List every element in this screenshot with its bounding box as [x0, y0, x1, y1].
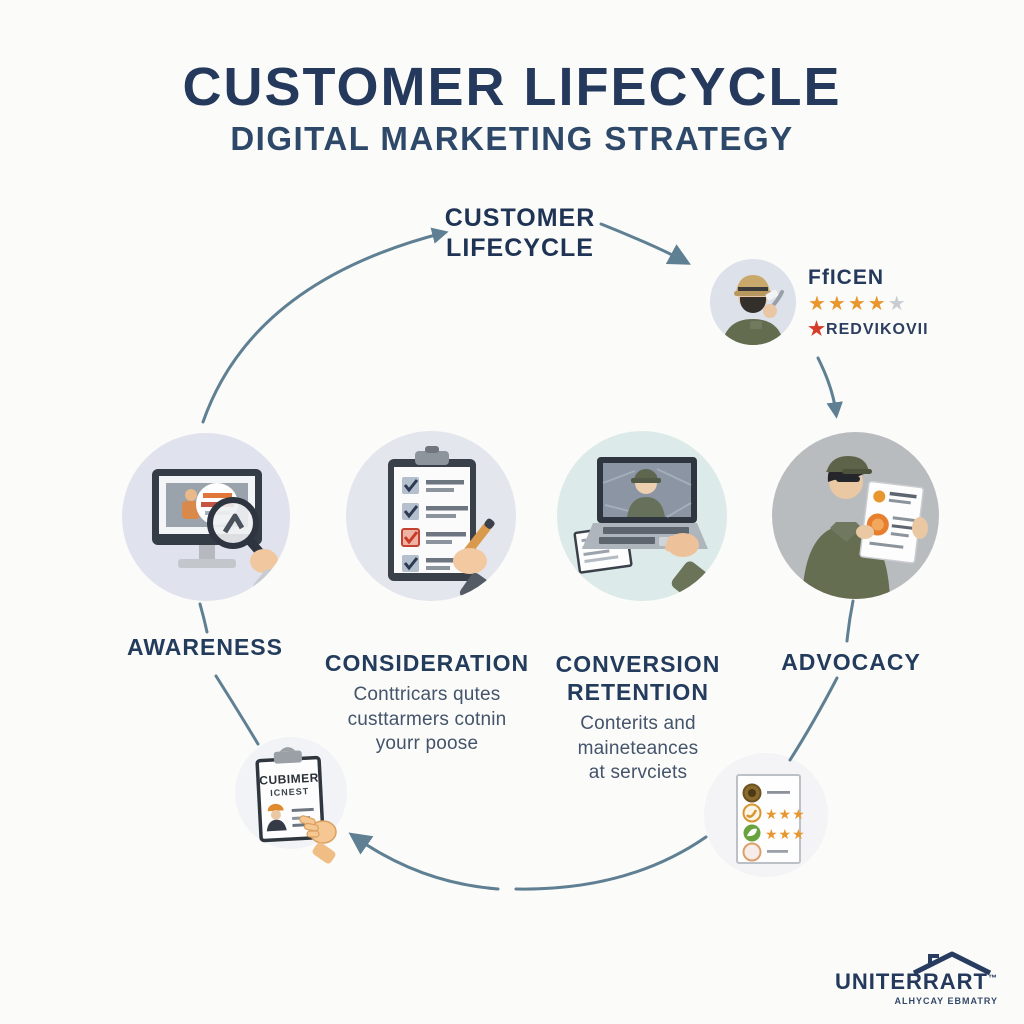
cycle-hub-label-line1: CUSTOMER	[444, 204, 596, 232]
customer-feedback-clipboard-icon: CUBIMER ICNEST	[255, 747, 337, 864]
reviewer-review-line: ★REDVIKOVII	[808, 318, 958, 341]
review-row2-stars: ★★★	[765, 806, 806, 822]
awareness-stage-circle	[122, 433, 290, 601]
advocate-with-certificate-icon	[802, 456, 928, 599]
pointing-hand-icon	[299, 815, 337, 864]
consideration-stage-circle	[346, 431, 516, 601]
conversion-label: CONVERSION RETENTION	[528, 650, 748, 706]
brand-logo-name: UNITERRART™	[818, 969, 998, 995]
review-row3-stars: ★★★	[765, 826, 806, 842]
consideration-subtext-line1: Conttricars qutes	[353, 684, 501, 705]
certificate	[859, 480, 925, 564]
red-star-icon: ★	[808, 319, 827, 340]
conversion-subtext-line2: maineteances	[577, 737, 699, 759]
conversion-subtext-line3: at servciets	[588, 762, 688, 783]
review-checklist-icon: ★★★ ★★★	[736, 774, 806, 864]
stars-filled: ★★★★	[808, 293, 888, 315]
house-roof-icon	[818, 949, 998, 975]
line-advocacy-to-label	[845, 599, 855, 643]
star-empty: ★	[887, 293, 908, 315]
review-card-circle: ★★★ ★★★	[704, 753, 828, 877]
arrow-reviewer-to-advocacy	[816, 356, 843, 419]
arc-reviewcard-to-feedback-right	[514, 835, 708, 891]
reviewer-name: FfICEN	[808, 266, 884, 289]
monitor-search-icon	[152, 469, 289, 601]
consideration-subtext-line3: yourr poose	[375, 733, 479, 754]
conversion-subtext-line1: Conterits and	[580, 713, 696, 734]
brand-logo-text: UNITERRART	[835, 969, 988, 994]
cycle-hub-label-line2: LIFECYCLE	[446, 234, 594, 262]
arc-reviewcard-to-feedback-left	[348, 832, 500, 891]
conversion-label-line1: CONVERSION	[555, 651, 721, 677]
consideration-label-block: CONSIDERATION Conttricars qutes custtarm…	[317, 650, 537, 757]
conversion-subtext: Conterits and maineteances at servciets	[528, 712, 748, 786]
page-title: CUSTOMER LIFECYCLE	[182, 57, 842, 117]
worker-avatar-icon	[722, 275, 784, 345]
line-label-to-feedback	[214, 674, 260, 746]
reviewer-text-block: FfICEN ★★★★★ ★REDVIKOVII	[808, 266, 958, 341]
advocacy-stage-circle	[772, 432, 939, 599]
line-label-to-reviewcard	[788, 676, 839, 762]
reviewer-avatar	[710, 259, 796, 345]
laptop-videocall-icon	[573, 457, 720, 601]
conversion-label-line2: RETENTION	[567, 679, 709, 705]
brand-logo-tagline: ALHYCAY EBMATRY	[894, 996, 998, 1006]
advocacy-label: ADVOCACY	[781, 649, 921, 675]
consideration-label: CONSIDERATION	[324, 650, 530, 676]
conversion-stage-circle	[557, 431, 727, 601]
consideration-subtext-line2: custtarmers cotnin	[347, 708, 507, 730]
conversion-label-block: CONVERSION RETENTION Conterits and maine…	[528, 650, 748, 786]
customer-feedback-circle: CUBIMER ICNEST	[235, 737, 347, 864]
clipboard-title-line2: ICNEST	[270, 786, 309, 798]
line-awareness-to-label	[198, 602, 209, 634]
clipboard-title-line1: CUBIMER	[259, 771, 319, 788]
consideration-subtext: Conttricars qutes custtarmers cotnin you…	[317, 683, 537, 757]
reviewer-review-text: REDVIKOVII	[826, 321, 929, 338]
cycle-hub-label: CUSTOMER LIFECYCLE	[420, 203, 620, 263]
brand-logo: UNITERRART™ ALHYCAY EBMATRY	[818, 949, 998, 1006]
trademark-symbol: ™	[988, 973, 998, 983]
arrow-awareness-to-hub	[201, 227, 449, 424]
page-subtitle: DIGITAL MARKETING STRATEGY	[230, 120, 794, 157]
checklist-icon	[388, 446, 504, 601]
reviewer-star-rating: ★★★★★	[808, 292, 958, 316]
awareness-label: AWARENESS	[127, 634, 283, 660]
